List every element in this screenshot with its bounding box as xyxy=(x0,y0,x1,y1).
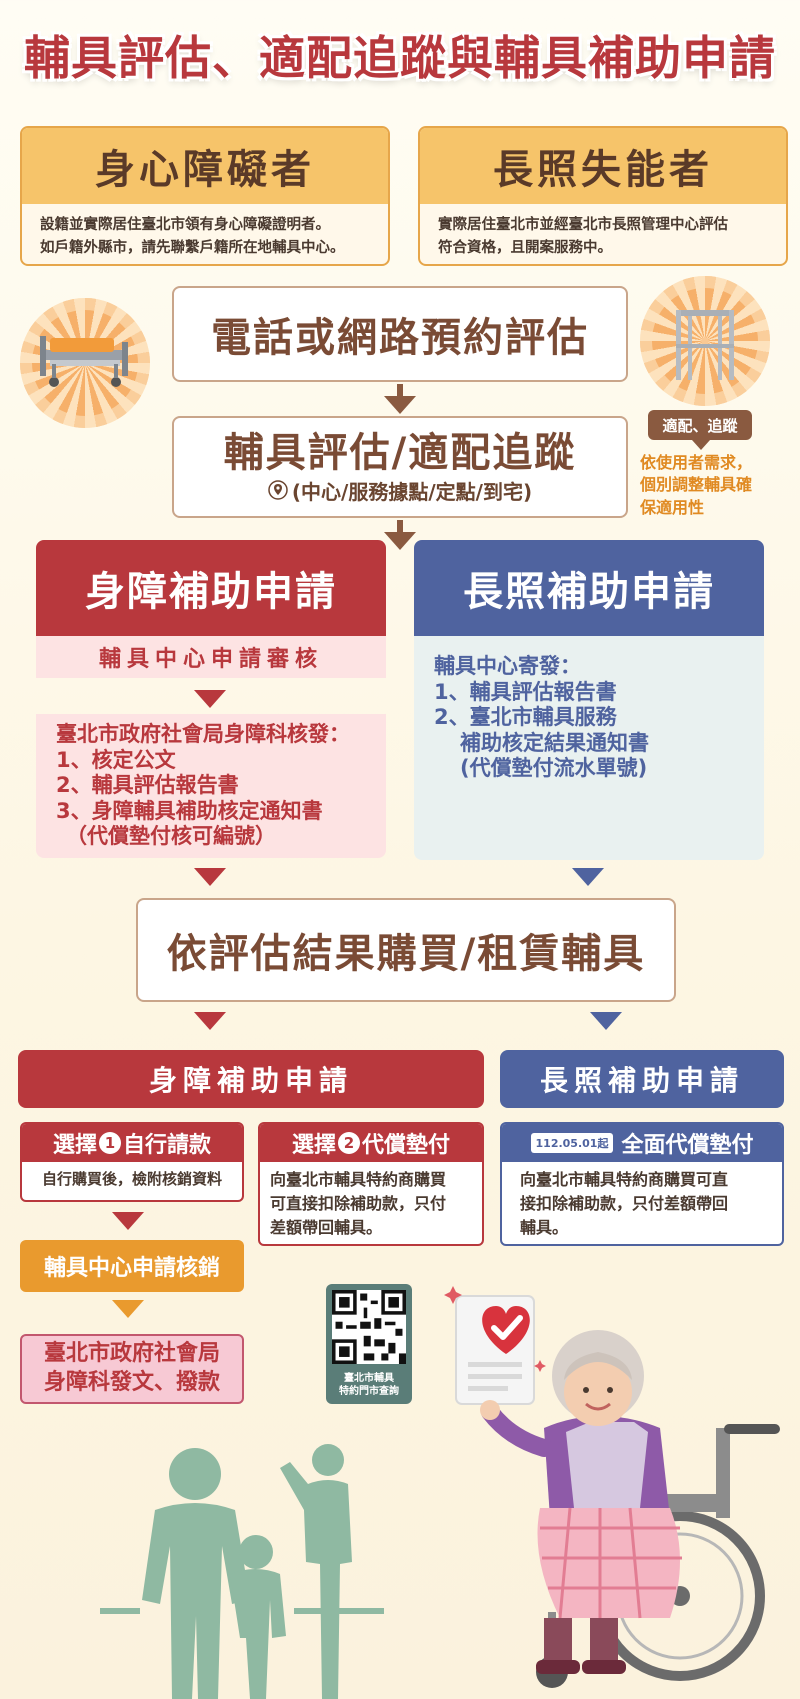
option-self-claim-title: 選擇 1 自行請款 xyxy=(22,1124,242,1162)
adjust-note-line: 個別調整輔具確 xyxy=(640,475,753,495)
elderly-wheelchair-illustration xyxy=(470,1308,790,1699)
option-advance-payment-desc: 向臺北市輔具特約商購買 可直接扣除補助款，只付 差額帶回輔具。 xyxy=(260,1162,482,1244)
option-self-claim-desc: 自行購買後，檢附核銷資料 xyxy=(41,1170,222,1188)
option-desc-line: 向臺北市輔具特約商購買 xyxy=(270,1170,447,1189)
option-prefix: 選擇 xyxy=(291,1133,336,1158)
date-badge: 112.05.01起 xyxy=(530,1133,614,1153)
ltc-panel-title: 長照補助申請 xyxy=(414,540,764,636)
adjust-note-line: 依使用者需求， xyxy=(640,453,753,472)
flow-arrow xyxy=(194,1012,226,1030)
assessment-step: 輔具評估/適配追蹤 (中心/服務據點/定點/到宅) xyxy=(172,416,628,518)
final-step-line: 身障科發文、撥款 xyxy=(43,1370,220,1395)
flow-arrow xyxy=(572,868,604,886)
option-label: 全面代償墊付 xyxy=(621,1133,754,1158)
write-off-step: 輔具中心申請核銷 xyxy=(20,1240,244,1292)
flow-arrow xyxy=(112,1212,144,1230)
option-desc-line: 輔具。 xyxy=(520,1218,569,1237)
option-number-badge: 2 xyxy=(338,1132,360,1154)
flow-arrow xyxy=(112,1300,144,1318)
option-desc-line: 差額帶回輔具。 xyxy=(270,1218,383,1237)
disability-issue-line: 3、身障輔具補助核定通知書 xyxy=(56,798,323,823)
family-silhouette-icon xyxy=(100,1440,400,1699)
hospital-bed-icon xyxy=(20,298,150,428)
adjust-tag-pointer xyxy=(692,440,710,450)
flow-arrow xyxy=(397,384,403,398)
disability-issue-list: 臺北市政府社會局身障科核發： 1、核定公文 2、輔具評估報告書 3、身障輔具補助… xyxy=(36,714,386,858)
location-pin-icon xyxy=(268,480,288,500)
option-full-advance-desc: 向臺北市輔具特約商購買可直 接扣除補助款，只付差額帶回 輔具。 xyxy=(502,1162,782,1244)
walker-icon xyxy=(640,276,770,406)
ltc-issue-line: 輔具中心寄發： xyxy=(434,654,581,678)
page-title: 輔具評估、適配追蹤與輔具補助申請 xyxy=(24,31,776,85)
option-advance-payment: 選擇 2 代償墊付 向臺北市輔具特約商購買 可直接扣除補助款，只付 差額帶回輔具… xyxy=(258,1122,484,1246)
ltc-issue-line: 1、輔具評估報告書 xyxy=(434,679,617,704)
category-disability-card: 身心障礙者 設籍並實際居住臺北市領有身心障礙證明者。 如戶籍外縣市，請先聯繫戶籍… xyxy=(20,126,390,266)
flow-arrow xyxy=(194,690,226,708)
qr-caption-line: 臺北市輔具 xyxy=(344,1373,394,1384)
option-label: 代償墊付 xyxy=(362,1133,451,1158)
disability-issue-line: （代償墊付核可編號） xyxy=(66,824,276,849)
band-disability: 身障補助申請 xyxy=(18,1050,484,1108)
final-step-line: 臺北市政府社會局 xyxy=(43,1341,220,1367)
disability-panel-title: 身障補助申請 xyxy=(36,540,386,636)
band-ltc: 長照補助申請 xyxy=(500,1050,784,1108)
final-step: 臺北市政府社會局 身障科發文、撥款 xyxy=(20,1334,244,1404)
category-ltc-desc-line: 符合資格，且開案服務中。 xyxy=(438,240,612,257)
category-disability-title: 身心障礙者 xyxy=(22,128,388,204)
adjust-note: 依使用者需求， 個別調整輔具確 保適用性 xyxy=(640,452,790,519)
qr-caption: 臺北市輔具 特約門市查詢 xyxy=(332,1372,406,1398)
disability-review: 輔具中心申請審核 xyxy=(36,636,386,678)
qr-caption-line: 特約門市查詢 xyxy=(339,1386,399,1397)
category-disability-desc: 設籍並實際居住臺北市領有身心障礙證明者。 如戶籍外縣市，請先聯繫戶籍所在地輔具中… xyxy=(22,204,388,264)
qr-code-icon[interactable] xyxy=(332,1290,406,1364)
ltc-issue-list: 輔具中心寄發： 1、輔具評估報告書 2、臺北市輔具服務 補助核定結果通知書 (代… xyxy=(414,636,764,800)
ltc-issue-line: 補助核定結果通知書 xyxy=(460,730,649,755)
category-ltc-title: 長照失能者 xyxy=(420,128,786,204)
option-desc-line: 可直接扣除補助款，只付 xyxy=(270,1194,447,1213)
ltc-issue-line: (代償墊付流水單號) xyxy=(460,756,648,781)
option-full-advance: 112.05.01起 全面代償墊付 向臺北市輔具特約商購買可直 接扣除補助款，只… xyxy=(500,1122,784,1246)
option-number-badge: 1 xyxy=(99,1132,121,1154)
category-ltc-desc: 實際居住臺北市並經臺北市長照管理中心評估 符合資格，且開案服務中。 xyxy=(420,204,786,264)
category-ltc-desc-line: 實際居住臺北市並經臺北市長照管理中心評估 xyxy=(438,217,728,233)
category-disability-desc-line: 設籍並實際居住臺北市領有身心障礙證明者。 xyxy=(40,217,330,233)
flow-arrow xyxy=(384,396,416,414)
flow-arrow xyxy=(590,1012,622,1030)
booking-step: 電話或網路預約評估 xyxy=(172,286,628,382)
flow-arrow xyxy=(384,532,416,550)
option-prefix: 選擇 xyxy=(52,1133,97,1158)
option-label: 自行請款 xyxy=(123,1133,212,1158)
option-desc-line: 向臺北市輔具特約商購買可直 xyxy=(520,1170,729,1189)
category-ltc-card: 長照失能者 實際居住臺北市並經臺北市長照管理中心評估 符合資格，且開案服務中。 xyxy=(418,126,788,266)
disability-panel: 身障補助申請 輔具中心申請審核 臺北市政府社會局身障科核發： 1、核定公文 2、… xyxy=(36,540,386,860)
disability-issue-line: 2、輔具評估報告書 xyxy=(56,773,239,798)
option-full-advance-title: 112.05.01起 全面代償墊付 xyxy=(502,1124,782,1162)
option-desc-line: 接扣除補助款，只付差額帶回 xyxy=(520,1194,729,1213)
flow-arrow xyxy=(194,868,226,886)
option-advance-payment-title: 選擇 2 代償墊付 xyxy=(260,1124,482,1162)
adjust-tag: 適配、追蹤 xyxy=(648,410,752,440)
adjust-note-line: 保適用性 xyxy=(640,497,705,517)
disability-issue-line: 臺北市政府社會局身障科核發： xyxy=(56,722,350,746)
ltc-panel: 長照補助申請 輔具中心寄發： 1、輔具評估報告書 2、臺北市輔具服務 補助核定結… xyxy=(414,540,764,860)
flow-arrow xyxy=(397,520,403,534)
disability-issue-line: 1、核定公文 xyxy=(56,747,176,772)
assessment-location: (中心/服務據點/定點/到宅) xyxy=(268,476,532,505)
qr-code-card[interactable]: 臺北市輔具 特約門市查詢 xyxy=(326,1284,412,1404)
option-self-claim: 選擇 1 自行請款 自行購買後，檢附核銷資料 xyxy=(20,1122,244,1202)
assessment-location-text: (中心/服務據點/定點/到宅) xyxy=(291,479,533,504)
assessment-title: 輔具評估/適配追蹤 xyxy=(223,429,577,476)
purchase-step: 依評估結果購買/租賃輔具 xyxy=(136,898,676,1002)
category-disability-desc-line: 如戶籍外縣市，請先聯繫戶籍所在地輔具中心。 xyxy=(40,240,345,257)
ltc-issue-line: 2、臺北市輔具服務 xyxy=(434,705,617,730)
